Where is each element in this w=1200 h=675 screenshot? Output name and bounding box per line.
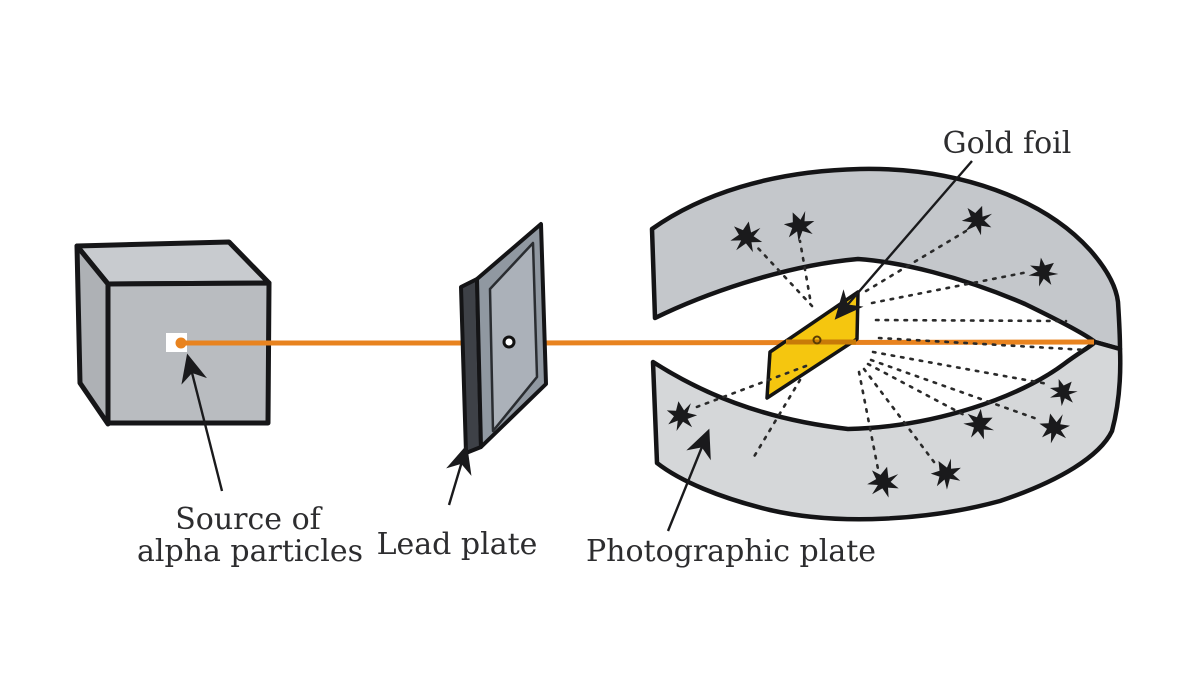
cube-front-face	[105, 280, 272, 426]
scatter-rays	[692, 229, 1088, 471]
alpha-beam-source-dot	[175, 337, 187, 349]
lead-plate-label: Lead plate	[377, 527, 538, 562]
lead-plate-label-arrow	[446, 444, 472, 506]
scatter-ray	[877, 336, 1088, 352]
scatter-ray	[874, 318, 1068, 323]
scatter-ray	[864, 229, 968, 293]
alpha-source-cube	[74, 239, 272, 427]
scatter-ray	[750, 378, 802, 462]
foil-impact-mark	[812, 335, 822, 345]
gold-foil-label: Gold foil	[943, 126, 1072, 161]
scatter-ray	[798, 239, 812, 300]
diagram-labels: Gold foil Source of alpha particles Lead…	[137, 126, 1071, 569]
scatter-ray	[857, 370, 880, 471]
scatter-ray	[755, 245, 814, 308]
source-label-line1: Source of	[175, 502, 322, 537]
scatter-ray	[871, 350, 1050, 386]
scatter-ray	[870, 270, 1030, 305]
scatter-ray	[866, 362, 968, 418]
scatter-ray	[692, 364, 808, 410]
lead-plate-hole	[502, 335, 516, 349]
source-label-line2: alpha particles	[137, 534, 363, 569]
lead-plate-panel	[488, 241, 539, 433]
leader-arrows	[181, 160, 973, 532]
ring-lower-band	[650, 339, 1123, 522]
photographic-plate-label-arrow	[666, 428, 711, 532]
scatter-ray	[862, 367, 936, 464]
scatter-ray	[869, 358, 1042, 422]
source-label-arrow	[181, 353, 224, 492]
lead-plate	[459, 222, 548, 455]
gold-foil-leader-arrow	[834, 160, 973, 320]
photographic-plate-label: Photographic plate	[586, 534, 876, 569]
